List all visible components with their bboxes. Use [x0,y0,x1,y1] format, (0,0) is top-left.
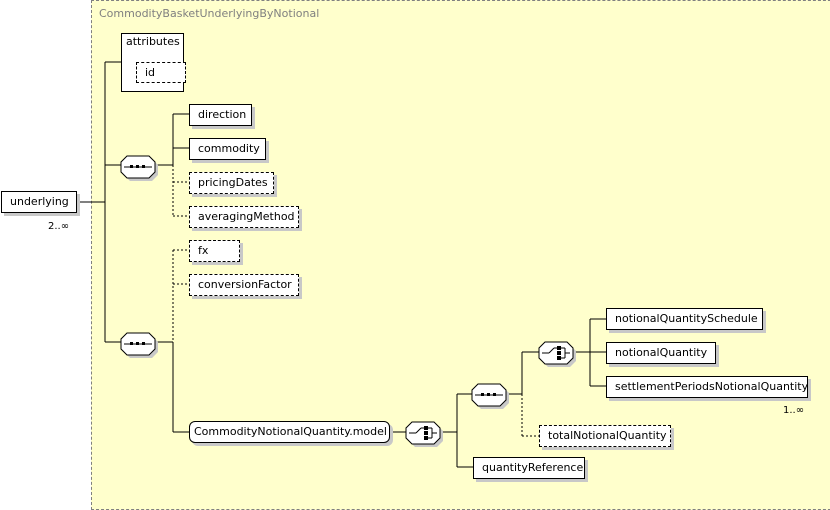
root-multiplicity: 2..∞ [48,221,70,232]
element-notional-quantity[interactable]: notionalQuantity [606,342,716,364]
connector-lines [78,61,606,468]
element-total-notional-quantity[interactable]: totalNotionalQuantity [539,425,671,447]
root-element-underlying[interactable]: underlying [1,191,77,213]
element-settlement-periods-notional-quantity[interactable]: settlementPeriodsNotionalQuantity [606,376,812,402]
element-notional-quantity-schedule[interactable]: notionalQuantitySchedule [606,308,763,330]
sequence-compositor-3 [471,383,509,409]
sequence-compositor-2 [120,332,158,358]
choice-compositor-1 [405,421,443,447]
group-commodity-notional-quantity-model[interactable]: CommodityNotionalQuantity.model [189,421,390,443]
sequence-compositor-1 [120,155,158,181]
choice-compositor-2 [538,341,576,367]
complex-type-title: CommodityBasketUnderlyingByNotional [99,7,320,20]
element-pricing-dates[interactable]: pricingDates [189,172,274,194]
element-fx[interactable]: fx [189,240,240,262]
attributes-title: attributes [126,35,180,48]
settlement-multiplicity: 1..∞ [783,405,805,416]
element-quantity-reference[interactable]: quantityReference [473,457,585,479]
element-conversion-factor[interactable]: conversionFactor [189,274,299,296]
element-averaging-method[interactable]: averagingMethod [189,206,299,228]
attributes-group: attributes id [121,33,186,92]
element-direction[interactable]: direction [189,104,252,126]
attribute-id[interactable]: id [136,62,186,83]
element-commodity[interactable]: commodity [189,138,266,160]
